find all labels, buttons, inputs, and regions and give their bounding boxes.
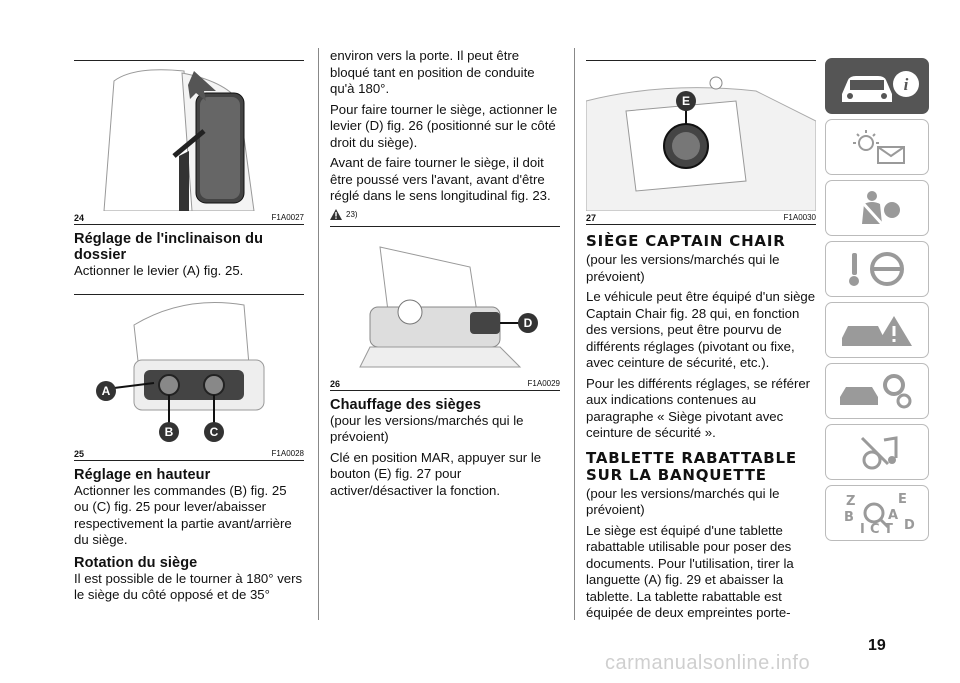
seat-backrest-illustration (103, 69, 255, 211)
figure-number: 27 (586, 213, 597, 223)
seat-rotation-lever-illustration: D (359, 245, 538, 367)
index-letter: I (860, 522, 865, 535)
index-letter: T (884, 522, 893, 535)
column-2: environ vers la porte. Il peut être bloq… (330, 48, 560, 503)
paragraph: Pour les différents réglages, se référer… (586, 375, 811, 441)
watermark: carmanualsonline.info (605, 652, 811, 674)
paragraph: Actionner les commandes (B) fig. 25 ou (… (74, 482, 292, 548)
paragraph: (pour les versions/marchés qui le prévoi… (586, 485, 780, 518)
figure-code: F1A0029 (527, 378, 560, 388)
tab-safety[interactable] (825, 180, 929, 236)
paragraph: (pour les versions/marchés qui le prévoi… (586, 252, 780, 284)
steering-wheel-icon (849, 252, 904, 286)
section-heading: SIÈGE CAPTAIN CHAIR (586, 232, 786, 250)
index-letter: D (904, 518, 915, 533)
tab-vehicle-info[interactable]: i (825, 58, 929, 114)
car-gears-icon (840, 374, 912, 409)
figure-26: D 26 F1A0029 (330, 225, 560, 391)
callout-e: E (682, 94, 690, 108)
seatbelt-airbag-icon (860, 191, 900, 226)
figure-number: 26 (330, 378, 341, 389)
warning-note: 23) (330, 208, 560, 220)
column-1: 24 F1A0027 Réglage de l'inclinaison du d… (74, 60, 304, 608)
section-heading: TABLETTE RABATTABLE SUR LA BANQUETTE (586, 448, 797, 484)
car-info-icon: i (842, 71, 919, 102)
figure-27: E 27 F1A0030 (586, 60, 816, 225)
paragraph: Clé en position MAR, appuyer sur le bout… (330, 449, 542, 498)
section-heading: Rotation du siège (74, 554, 198, 571)
figure-number: 25 (74, 448, 85, 459)
index-letter: A (888, 508, 898, 523)
index-letter: C (870, 522, 880, 535)
figure-code: F1A0028 (271, 448, 304, 458)
figure-24: 24 F1A0027 (74, 60, 304, 225)
paragraph: Il est possible de le tourner à 180° ver… (74, 570, 303, 603)
section-heading: Chauffage des sièges (330, 396, 482, 413)
column-divider (318, 48, 319, 620)
car-warning-icon (842, 316, 912, 346)
callout-a: A (102, 384, 111, 398)
index-letter: E (898, 492, 907, 507)
index-letter: Z (846, 494, 855, 509)
chapter-tabs: i (825, 58, 929, 546)
figure-25: A B C 25 F1A0028 (74, 293, 304, 461)
tab-maintenance[interactable] (825, 363, 929, 419)
callout-c: C (210, 425, 219, 439)
tab-index[interactable]: Z E B A I C T D (825, 485, 929, 541)
multimedia-icon (860, 436, 898, 470)
tab-emergency[interactable] (825, 302, 929, 358)
paragraph: Actionner le levier (A) fig. 25. (74, 263, 244, 278)
callout-b: B (165, 425, 174, 439)
tab-multimedia[interactable] (825, 424, 929, 480)
note-reference: 23) (346, 209, 358, 219)
tab-starting-driving[interactable] (825, 241, 929, 297)
seat-heating-button-illustration: E (586, 76, 816, 211)
section-heading: Réglage de l'inclinaison du dossier (74, 231, 264, 263)
dashboard-lights-icon (853, 130, 905, 164)
alphabetical-index-icon: Z E B A I C T D (844, 492, 915, 535)
paragraph: Avant de faire tourner le siège, il doit… (330, 155, 551, 203)
callout-d: D (524, 316, 533, 330)
paragraph: Le siège est équipé d'une tablette rabat… (586, 522, 794, 621)
section-heading: Réglage en hauteur (74, 466, 211, 483)
column-divider (574, 48, 575, 620)
paragraph: environ vers la porte. Il peut être bloq… (330, 48, 535, 96)
figure-code: F1A0030 (783, 213, 816, 222)
warning-icon (330, 208, 342, 220)
seat-height-controls-illustration: A B C (96, 301, 265, 442)
figure-code: F1A0027 (271, 213, 304, 222)
index-letter: B (844, 510, 854, 525)
info-letter: i (904, 75, 909, 94)
paragraph: Pour faire tourner le siège, actionner l… (330, 101, 558, 150)
column-3: E 27 F1A0030 SIÈGE CAPTAIN CHAIR (pour l… (586, 60, 816, 626)
page-number: 19 (868, 637, 886, 654)
paragraph: Le véhicule peut être équipé d'un siège … (586, 289, 816, 370)
paragraph: (pour les versions/marchés qui le prévoi… (330, 412, 524, 445)
figure-number: 24 (74, 213, 85, 223)
tab-dashboard[interactable] (825, 119, 929, 175)
